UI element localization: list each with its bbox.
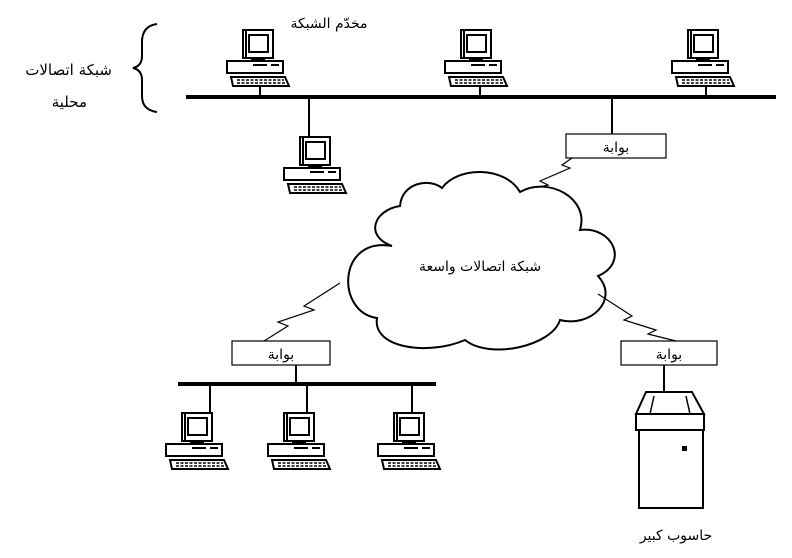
lan-brace [132, 23, 158, 113]
computer-bottom-left [165, 412, 229, 470]
server-computer [226, 29, 290, 87]
link-right [597, 293, 677, 342]
computer-under-bus [283, 136, 347, 194]
server-label: مخدّم الشبكة [290, 16, 367, 32]
link-top [531, 157, 573, 190]
wan-label: شبكة اتصالات واسعة [419, 259, 541, 275]
wan-cloud [347, 171, 616, 351]
mainframe-label: حاسوب كبير [639, 528, 712, 544]
computer-top-middle [444, 29, 508, 87]
link-left [263, 282, 341, 342]
computer-top-right [671, 29, 735, 87]
computer-bottom-right [377, 412, 441, 470]
lan-label-line2: محلية [52, 93, 87, 111]
gateway-top-label: بوابة [603, 140, 629, 156]
mainframe-computer [634, 391, 706, 509]
gateway-right-label: بوابة [656, 347, 682, 363]
lan-label-line1: شبكة اتصالات [25, 61, 112, 79]
computer-bottom-middle [267, 412, 331, 470]
gateway-left-box [231, 340, 331, 366]
gateway-top-box [565, 133, 667, 159]
gateway-left-label: بوابة [268, 347, 294, 363]
gateway-right-box [620, 340, 718, 366]
